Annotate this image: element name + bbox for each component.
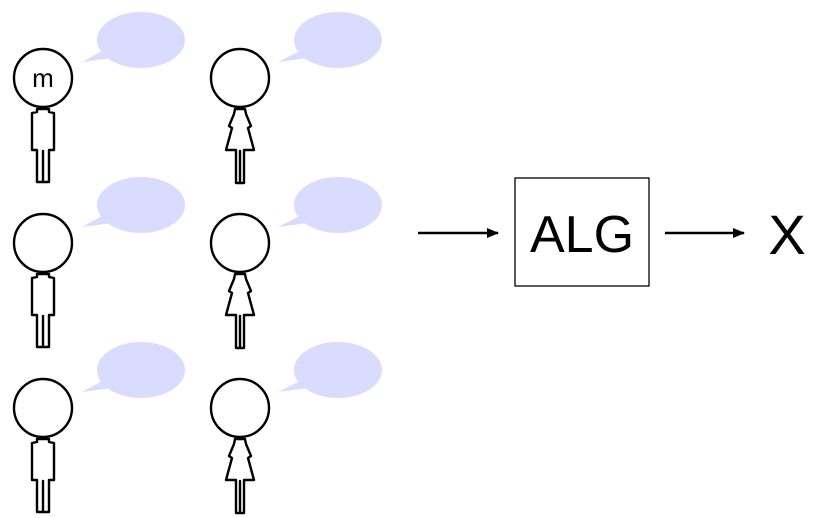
person-male-2: [12, 177, 185, 349]
head-label: m: [32, 63, 54, 93]
male-body-icon: [30, 107, 56, 184]
speech-bubble-tail: [82, 380, 112, 392]
algorithm-box: ALG: [514, 177, 650, 287]
female-body-icon: [224, 272, 256, 350]
speech-bubble: [294, 342, 382, 398]
person-male-1: m: [12, 12, 185, 184]
speech-bubble: [294, 177, 382, 233]
algorithm-label: ALG: [530, 206, 634, 264]
output-label: X: [768, 203, 805, 266]
algorithm-box-frame: [514, 177, 650, 287]
person-head: [209, 212, 271, 274]
person-female-2: [209, 177, 382, 350]
speech-bubble: [97, 12, 185, 68]
person-head: [12, 212, 74, 274]
person-head: [209, 47, 271, 109]
person-male-3: [12, 342, 185, 514]
speech-bubble-tail: [278, 50, 308, 62]
person-head: [12, 47, 74, 109]
speech-bubble: [97, 177, 185, 233]
person-head: [209, 377, 271, 439]
female-body-icon: [224, 107, 256, 185]
speech-bubble: [294, 12, 382, 68]
female-body-icon: [224, 437, 256, 515]
speech-bubble-tail: [278, 215, 308, 227]
speech-bubble-tail: [82, 50, 112, 62]
speech-bubble-tail: [278, 380, 308, 392]
speech-bubble: [97, 342, 185, 398]
speech-bubble-tail: [82, 215, 112, 227]
male-body-icon: [30, 272, 56, 349]
person-head: [12, 377, 74, 439]
person-female-1: [209, 12, 382, 185]
male-body-icon: [30, 437, 56, 514]
person-female-3: [209, 342, 382, 515]
